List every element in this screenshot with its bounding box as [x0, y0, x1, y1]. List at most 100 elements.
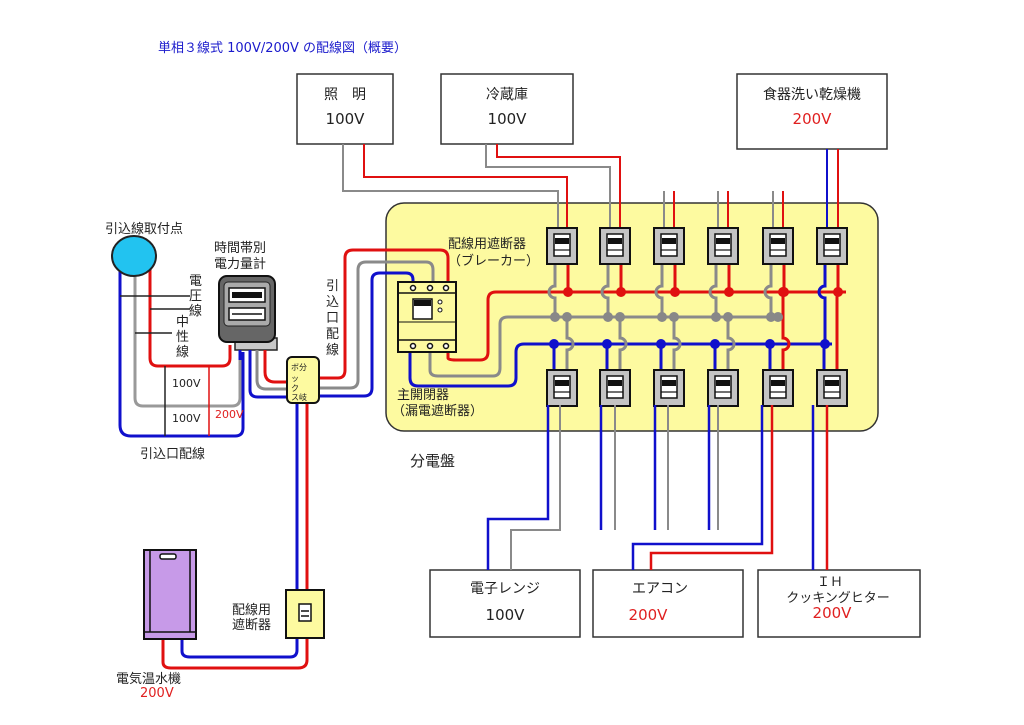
svg-text:ボ分: ボ分 [291, 363, 307, 372]
load-name: 食器洗い乾燥機 [763, 86, 861, 103]
breakers-top-row [546, 227, 848, 265]
load-microwave: 電子レンジ 100V [429, 569, 581, 638]
electricity-meter [218, 275, 278, 351]
water-heater-name: 電気温水機 [116, 671, 181, 687]
load-lighting: 照 明 100V [296, 73, 394, 145]
bus-junction-dot [670, 287, 680, 297]
bus-junction-dot [562, 312, 572, 322]
bus-junction-dot [765, 339, 775, 349]
bus-junction-dot [723, 312, 733, 322]
service-entrance-wiring [315, 248, 450, 398]
bus-junction-dot [778, 287, 788, 297]
load-air-conditioner: エアコン 200V [592, 569, 744, 638]
attachment-point-label: 引込線取付点 [105, 221, 183, 237]
branch-breaker-label-line1: 配線用遮断器 [448, 236, 526, 252]
branch-wire [708, 262, 718, 317]
load-refrigerator: 冷蔵庫 100V [440, 73, 574, 145]
neutral-wire-label-3: 線 [176, 344, 189, 360]
branch-breaker [599, 227, 631, 265]
bus-junction-dot [616, 287, 626, 297]
bus-junction-dot [711, 312, 721, 322]
load-name-line1: ＩＨ [817, 575, 843, 590]
svg-text:ッ: ッ [291, 374, 299, 383]
service-wiring-vertical-5: 線 [326, 342, 339, 358]
bus-junction-dot [549, 339, 559, 349]
water-heater-breaker-label-line1: 配線用 [232, 602, 271, 618]
branch-wire [600, 262, 610, 317]
junction-box: ボ分 ッ ク ス岐 [286, 356, 320, 404]
voltage-wire-label-2: 圧 [189, 289, 202, 304]
service-wiring-vertical-4: 配 [326, 327, 339, 342]
bus-bars [408, 290, 846, 388]
service-wiring-vertical-2: 込 [326, 295, 339, 310]
bottom-load-wires [486, 405, 829, 570]
branch-breaker [707, 227, 739, 265]
load-name-line2: クッキングヒター [786, 591, 890, 606]
branch-breaker [816, 369, 848, 407]
load-voltage: 100V [488, 110, 528, 128]
bus-junction-dot [550, 312, 560, 322]
voltage-wire-label-3: 線 [189, 303, 202, 319]
voltage-label-lower: 100V [172, 412, 201, 425]
bus-junction-dot [563, 287, 573, 297]
service-wiring-vertical-1: 引 [326, 279, 339, 294]
load-name: 照 明 [324, 87, 366, 103]
load-voltage: 200V [793, 110, 833, 128]
branch-wire [547, 262, 557, 317]
main-breaker-label-line2: （漏電遮断器） [392, 403, 483, 419]
bus-junction-dot [710, 339, 720, 349]
voltage-wire-label-1: 電 [189, 274, 202, 289]
branch-breaker [653, 369, 685, 407]
attachment-point-insulator [111, 235, 157, 277]
load-voltage: 100V [486, 606, 526, 624]
water-heater-voltage: 200V [140, 686, 174, 701]
load-name: 電子レンジ [470, 581, 540, 597]
load-name: 冷蔵庫 [486, 86, 528, 103]
panel-label: 分電盤 [410, 452, 455, 470]
bus-junction-dot [602, 339, 612, 349]
load-voltage: 200V [813, 604, 853, 622]
branch-wire [654, 262, 664, 317]
top-load-wires [342, 144, 839, 228]
load-name: エアコン [632, 581, 688, 597]
bus-junction-dot [766, 312, 776, 322]
branch-wire [726, 317, 736, 370]
meter-label-line1: 時間帯別 [214, 241, 266, 256]
meter-label-line2: 電力量計 [214, 256, 266, 272]
branch-breaker [762, 227, 794, 265]
branch-breaker-label-line2: （ブレーカー） [448, 253, 539, 269]
branch-breaker [707, 369, 739, 407]
branch-wire [618, 317, 628, 370]
bus-junction-dot [669, 312, 679, 322]
branch-wires [547, 262, 843, 370]
bus-junction-dot [724, 287, 734, 297]
branch-wire [565, 317, 575, 370]
branch-wire [817, 262, 827, 344]
neutral-wire-label-2: 性 [176, 330, 189, 345]
branch-breaker [546, 369, 578, 407]
load-dishwasher: 食器洗い乾燥機 200V [736, 73, 888, 150]
neutral-wire-label-1: 中 [176, 315, 189, 330]
service-drop-label: 引込口配線 [140, 446, 205, 462]
voltage-label-upper: 100V [172, 377, 201, 390]
branch-breaker [816, 227, 848, 265]
branch-wire [672, 317, 682, 370]
branch-breaker [653, 227, 685, 265]
breakers-bottom-row [546, 369, 848, 407]
service-drop-wires [118, 262, 245, 438]
main-breaker-label-line1: 主開閉器 [397, 388, 449, 403]
bus-junction-dot [657, 312, 667, 322]
meter-output-wires [238, 350, 290, 399]
bus-junction-dot [656, 339, 666, 349]
voltage-label-total: 200V [215, 408, 244, 421]
main-breaker [397, 281, 457, 353]
water-heater-breaker-label-line2: 遮断器 [232, 617, 271, 633]
svg-text:ス岐: ス岐 [291, 392, 307, 402]
bus-junction-dot [773, 312, 783, 322]
svg-text:ク: ク [291, 384, 299, 393]
service-wiring-vertical-3: 口 [326, 311, 339, 326]
bus-junction-dot [603, 312, 613, 322]
branch-breaker [599, 369, 631, 407]
water-heater [143, 549, 197, 640]
